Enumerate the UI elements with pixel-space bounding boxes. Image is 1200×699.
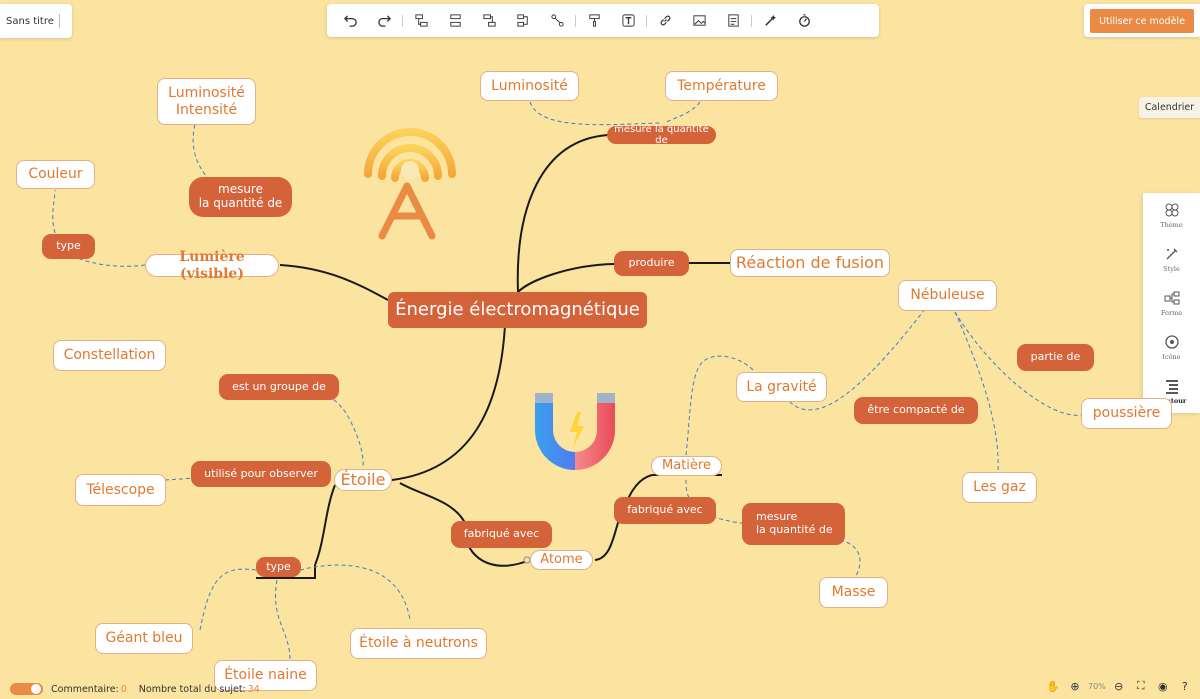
fit-screen-icon[interactable]: ⛶ — [1136, 679, 1145, 692]
relation-mesure-top[interactable]: mesure la quantité de — [607, 124, 716, 146]
text-icon[interactable] — [611, 4, 645, 37]
zoom-controls: ✋ ⊕ 70% ⊖ ⛶ ◉ ? — [1044, 678, 1194, 694]
icon-icon — [1164, 334, 1179, 349]
note-icon[interactable] — [716, 4, 750, 37]
image-icon[interactable] — [682, 4, 716, 37]
divider — [59, 14, 60, 28]
comment-count: 0 — [120, 683, 127, 695]
summary-icon[interactable] — [540, 4, 574, 37]
toolbar — [327, 4, 879, 37]
relation-icon[interactable] — [506, 4, 540, 37]
topic-lumiere[interactable]: Lumière (visible) — [145, 249, 279, 282]
redo-icon[interactable] — [367, 4, 401, 37]
topic-etoile-naine[interactable]: Étoile naine — [214, 660, 317, 691]
topic-geant-bleu[interactable]: Géant bleu — [95, 623, 193, 654]
document-title[interactable]: Sans titre — [0, 4, 72, 38]
use-template-button[interactable]: Utiliser ce modèle — [1090, 9, 1194, 33]
topic-telescope[interactable]: Télescope — [75, 474, 166, 506]
topic-couleur[interactable]: Couleur — [16, 160, 95, 189]
topic-etoile[interactable]: Étoile — [334, 469, 392, 491]
sibling-icon[interactable] — [438, 4, 472, 37]
topic-nebuleuse[interactable]: Nébuleuse — [898, 280, 997, 311]
panel-icon[interactable]: Icône — [1143, 325, 1200, 369]
zoom-in-icon[interactable]: ⊕ — [1070, 679, 1080, 693]
magnet-icon — [535, 393, 615, 470]
topic-temperature[interactable]: Température — [665, 71, 778, 101]
topic-matiere[interactable]: Matière — [651, 456, 722, 476]
total-label: Nombre total du sujet: — [138, 683, 246, 695]
status-bar: Commentaire: 0 Nombre total du sujet: 34 — [10, 682, 260, 696]
comment-toggle[interactable] — [10, 683, 43, 695]
relation-mesure[interactable]: mesure la quantité de — [189, 177, 292, 217]
topic-gravite[interactable]: La gravité — [736, 372, 827, 402]
panel-style-label: Style — [1163, 264, 1180, 273]
help-icon[interactable]: ? — [1181, 679, 1188, 693]
panel-shape-label: Forme — [1160, 308, 1183, 317]
timer-icon[interactable] — [787, 4, 821, 37]
relation-produire[interactable]: produire — [614, 251, 689, 276]
undo-icon[interactable] — [333, 4, 367, 37]
total-count: 34 — [247, 683, 260, 695]
relation-partie-de[interactable]: partie de — [1017, 344, 1094, 371]
toolbar-divider — [575, 14, 576, 27]
document-title-text: Sans titre — [6, 15, 54, 27]
topic-luminosite[interactable]: Luminosité — [480, 71, 579, 101]
panel-theme[interactable]: Thème — [1143, 193, 1200, 237]
panel-outline[interactable]: Contour — [1143, 369, 1200, 413]
topic-gaz[interactable]: Les gaz — [962, 472, 1037, 503]
hand-icon[interactable]: ✋ — [1046, 679, 1060, 693]
relation-groupe[interactable]: est un groupe de — [219, 374, 339, 400]
toolbar-divider — [646, 14, 647, 27]
parent-icon[interactable] — [472, 4, 506, 37]
relation-type[interactable]: type — [42, 234, 95, 259]
panel-outline-label: Contour — [1156, 396, 1187, 405]
preview-eye-icon[interactable]: ◉ — [1157, 679, 1168, 693]
toolbar-divider — [402, 14, 403, 27]
antenna-icon — [364, 128, 456, 240]
format-painter-icon[interactable] — [577, 4, 611, 37]
panel-shape[interactable]: Forme — [1143, 281, 1200, 325]
panel-style[interactable]: Style — [1143, 237, 1200, 281]
topic-etoile-neutrons[interactable]: Étoile à neutrons — [350, 628, 487, 659]
topic-luminosite-intensite[interactable]: Luminosité Intensité — [157, 78, 256, 125]
style-icon — [1166, 248, 1177, 259]
comment-label: Commentaire: — [51, 683, 119, 695]
topic-masse[interactable]: Masse — [819, 577, 888, 608]
topic-constellation[interactable]: Constellation — [53, 340, 166, 371]
link-icon[interactable] — [648, 4, 682, 37]
shape-icon — [1164, 291, 1179, 304]
topic-poussiere[interactable]: poussière — [1081, 398, 1172, 429]
toolbar-divider — [751, 14, 752, 27]
theme-icon — [1165, 203, 1178, 216]
relation-fabrique-matiere[interactable]: fabriqué avec — [614, 497, 716, 524]
panel-icon-label: Icône — [1162, 352, 1181, 361]
use-template-container: Utiliser ce modèle — [1084, 4, 1200, 37]
zoom-level: 70% — [1088, 681, 1106, 691]
zoom-out-icon[interactable]: ⊖ — [1114, 679, 1124, 693]
relation-mesure-masse[interactable]: mesure la quantité de — [742, 503, 845, 545]
relation-compacte[interactable]: être compacté de — [854, 397, 978, 424]
topic-atome[interactable]: Atome — [530, 550, 593, 570]
right-panel: Thème Style Forme Icône Contour — [1143, 193, 1200, 413]
outline-icon — [1165, 379, 1178, 394]
relation-utilise[interactable]: utilisé pour observer — [191, 461, 331, 487]
calendar-tab[interactable]: Calendrier — [1139, 97, 1200, 118]
root-topic[interactable]: Énergie électromagnétique — [388, 292, 647, 328]
relation-type-etoile[interactable]: type — [256, 557, 301, 577]
relation-fabrique-atome[interactable]: fabriqué avec — [451, 521, 552, 548]
topic-reaction-fusion[interactable]: Réaction de fusion — [730, 249, 890, 277]
panel-theme-label: Thème — [1160, 220, 1183, 229]
subtopic-icon[interactable] — [404, 4, 438, 37]
magic-icon[interactable] — [753, 4, 787, 37]
